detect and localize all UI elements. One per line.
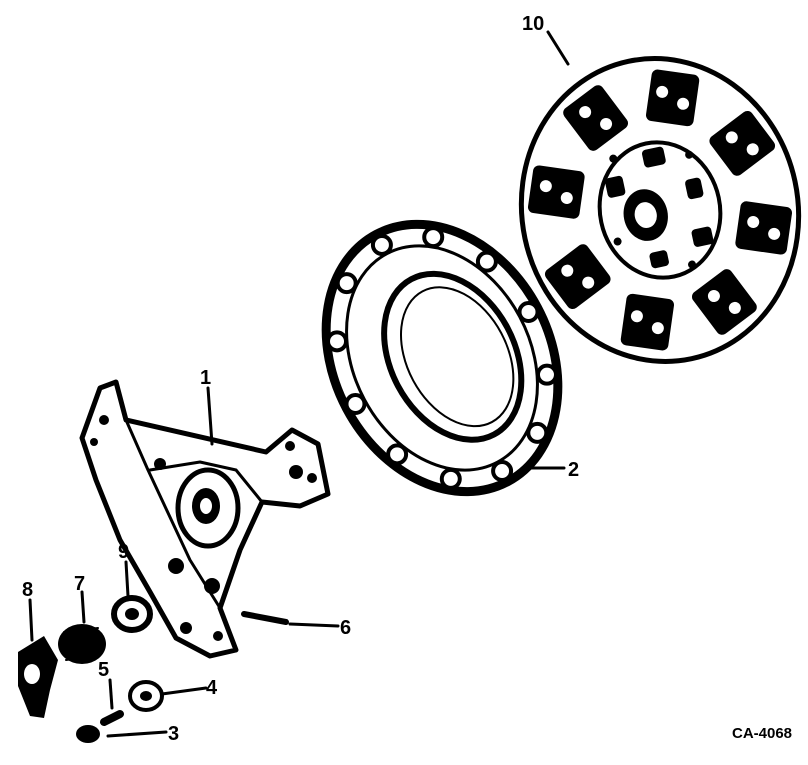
plate-bolt bbox=[491, 460, 514, 483]
friction-pad bbox=[620, 293, 675, 351]
figure-code: CA-4068 bbox=[732, 725, 792, 742]
plate-bolt bbox=[517, 300, 540, 323]
friction-pad bbox=[544, 244, 611, 310]
pressure-plate bbox=[321, 219, 563, 497]
plate-bolt bbox=[475, 250, 498, 273]
plate-bolt bbox=[386, 443, 409, 466]
leader-lines bbox=[28, 30, 570, 738]
friction-pad bbox=[709, 110, 776, 176]
callout-6: 6 bbox=[340, 617, 351, 639]
plate-bolt bbox=[422, 226, 445, 249]
lever-spring bbox=[58, 624, 106, 664]
nut-3 bbox=[76, 725, 100, 743]
callout-9: 9 bbox=[118, 541, 129, 563]
callout-labels: 10 1 2 3 4 5 6 7 8 9 bbox=[22, 13, 579, 745]
callout-5: 5 bbox=[98, 659, 109, 681]
plate-bolt bbox=[326, 330, 349, 353]
friction-pad bbox=[527, 165, 585, 219]
callout-2: 2 bbox=[568, 459, 579, 481]
callout-10: 10 bbox=[522, 13, 544, 35]
washer-4 bbox=[128, 680, 164, 712]
friction-pad bbox=[691, 269, 757, 335]
callout-8: 8 bbox=[22, 579, 33, 601]
washer-9 bbox=[111, 595, 153, 633]
pin-6 bbox=[241, 611, 289, 625]
clutch-disc bbox=[518, 56, 802, 364]
plate-bolt bbox=[526, 421, 549, 444]
pin-5 bbox=[100, 710, 124, 726]
callout-1: 1 bbox=[200, 367, 211, 389]
plate-bolt bbox=[370, 233, 393, 256]
friction-pad bbox=[563, 85, 629, 151]
plate-bolt bbox=[535, 363, 558, 386]
release-lever-assembly bbox=[79, 379, 331, 659]
callout-4: 4 bbox=[206, 677, 218, 699]
plate-bolt bbox=[335, 272, 358, 295]
eyebolt bbox=[18, 636, 58, 718]
friction-pad bbox=[645, 69, 700, 127]
plate-bolt bbox=[439, 467, 462, 490]
friction-pad bbox=[735, 201, 793, 255]
plate-bolt bbox=[344, 393, 367, 416]
callout-7: 7 bbox=[74, 573, 85, 595]
callout-3: 3 bbox=[168, 723, 179, 745]
